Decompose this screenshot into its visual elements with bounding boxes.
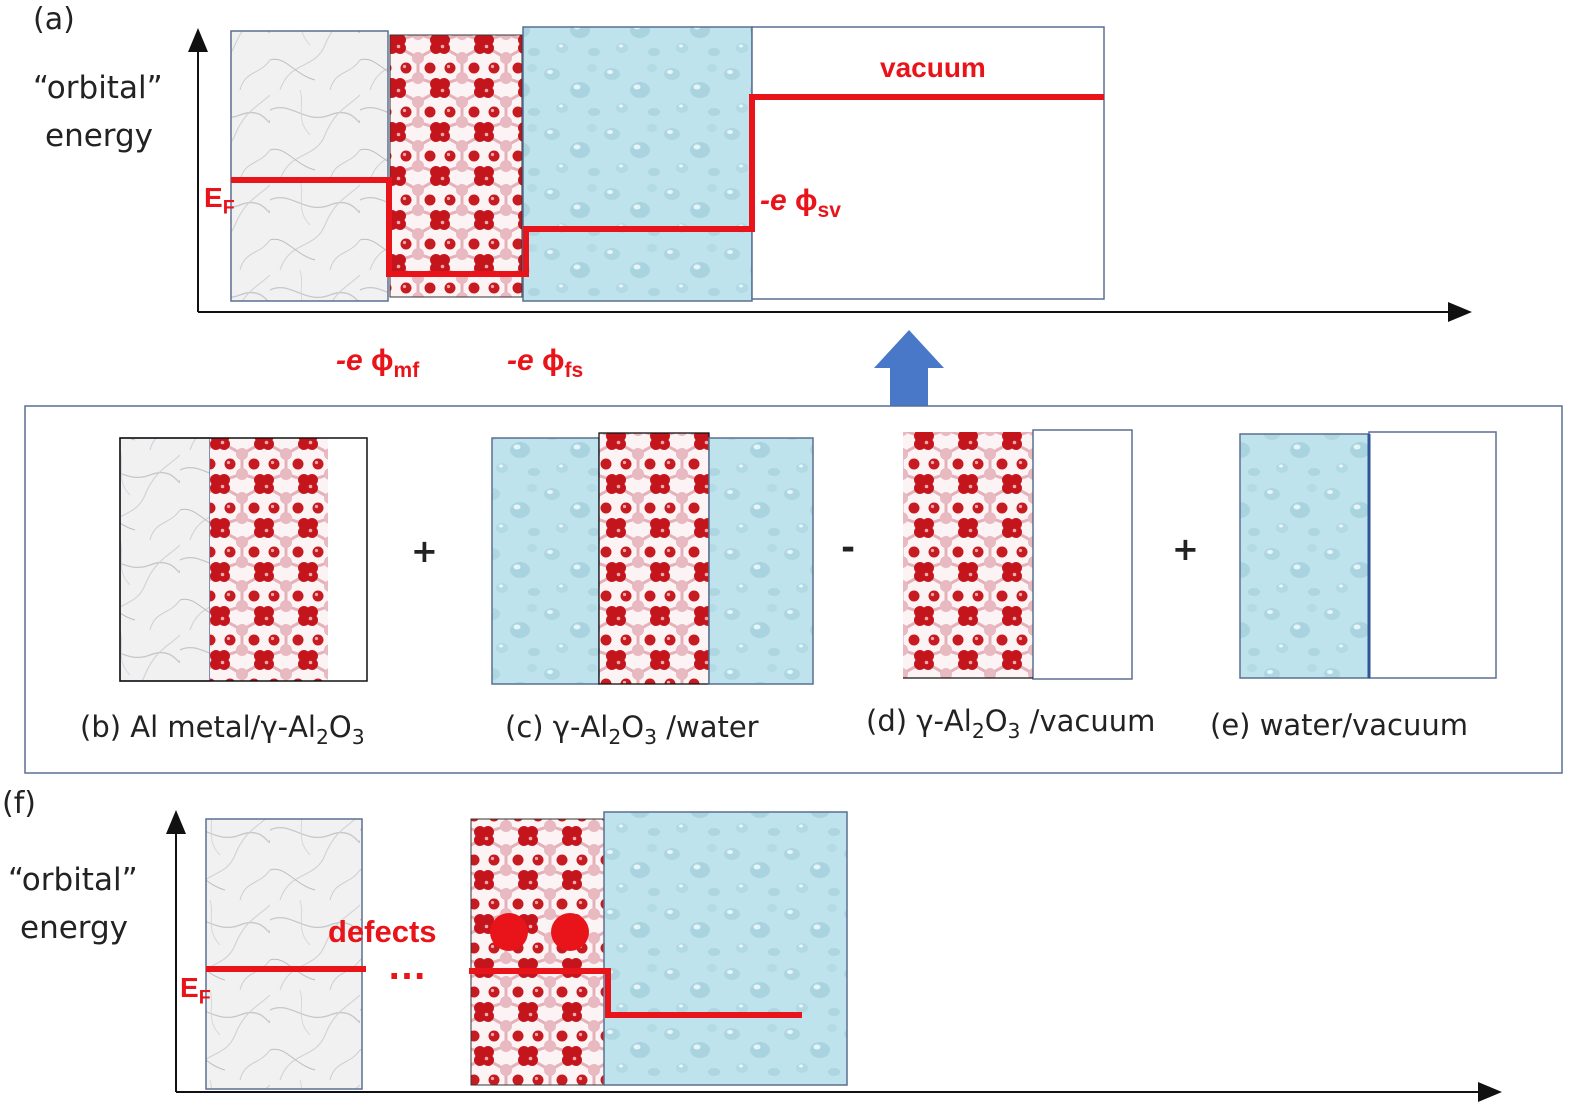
energy-profile-a — [231, 94, 1104, 277]
phi-mf-label: -e ϕmf — [336, 344, 420, 382]
slab-d — [903, 429, 1133, 680]
phi-fs-label: -e ϕfs — [507, 344, 584, 382]
defect-dot-1 — [490, 913, 528, 951]
energy-profile-f-oxide — [469, 968, 802, 1018]
oxide-slab-a — [389, 34, 523, 298]
ylabel-f-line2: energy — [20, 910, 129, 946]
phi-sv-label: -e ϕsv — [760, 184, 841, 222]
panel-f — [166, 810, 1502, 1102]
fermi-label-a: EF — [204, 182, 235, 219]
metal-slab-a — [230, 30, 389, 302]
panel-a-tag: (a) — [33, 2, 75, 37]
caption-e: (e) water/vacuum — [1210, 708, 1468, 742]
operator-plus-2: + — [1172, 530, 1199, 568]
water-slab-f — [603, 811, 848, 1086]
fermi-label-f: EF — [180, 972, 211, 1009]
vacuum-label: vacuum — [880, 52, 986, 83]
water-slab-a — [522, 26, 753, 302]
up-arrow — [874, 330, 944, 406]
operator-minus: - — [841, 528, 856, 568]
ylabel-f-line1: “orbital” — [8, 862, 138, 898]
ylabel-a-line1: “orbital” — [33, 70, 163, 106]
oxide-slab-f — [470, 818, 605, 1086]
defect-ellipsis: … — [387, 944, 427, 988]
panel-f-tag: (f) — [2, 786, 36, 821]
slab-e — [1239, 431, 1497, 679]
caption-b: (b) Al metal/γ-Al2O3 — [80, 710, 365, 749]
middle-panel-frame — [24, 405, 1563, 774]
operator-plus-1: + — [411, 532, 438, 570]
caption-c: (c) γ-Al2O3 /water — [505, 710, 759, 749]
slab-b — [119, 437, 368, 682]
defect-dot-2 — [551, 913, 589, 951]
panel-a — [188, 26, 1472, 322]
slab-c — [491, 432, 814, 685]
ylabel-a-line2: energy — [45, 118, 154, 154]
caption-d: (d) γ-Al2O3 /vacuum — [866, 704, 1156, 743]
defects-label: defects — [328, 914, 437, 949]
metal-slab-f — [205, 818, 363, 1090]
